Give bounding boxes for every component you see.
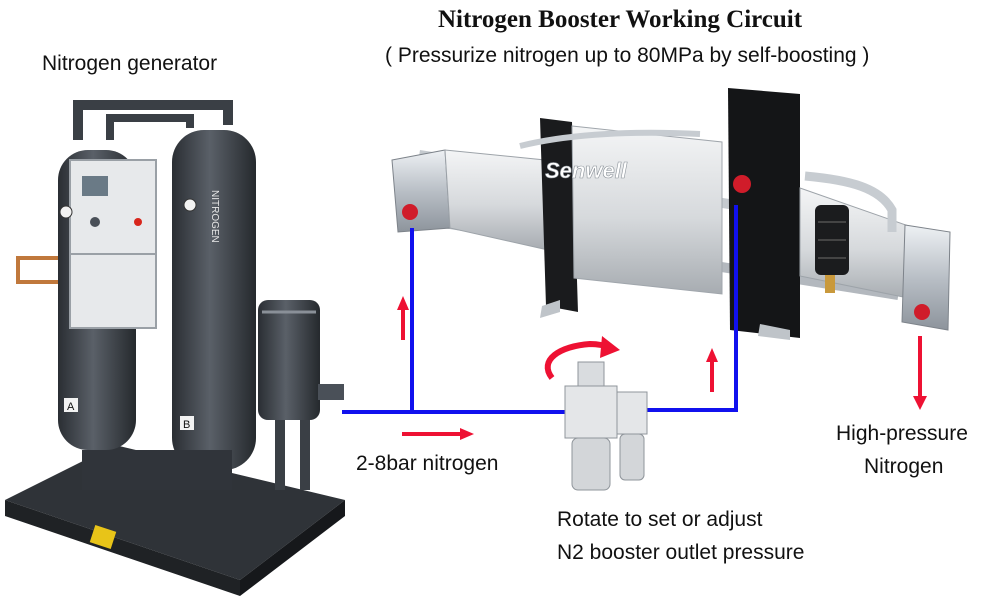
rotate-arrow-head [600, 336, 620, 358]
drive-cylinder [571, 125, 723, 295]
brand-logo: Senwell [545, 158, 628, 183]
generator-outlet-flange [318, 384, 344, 400]
tank-b [172, 130, 256, 470]
left-end-cap [391, 149, 451, 233]
arrow-up [397, 296, 409, 340]
filter-housing [258, 300, 320, 420]
drive-air-port [733, 175, 751, 193]
filter-bowl [619, 433, 645, 481]
right-mount-plate [728, 88, 800, 338]
pressure-gauge [183, 198, 197, 212]
arrow-down [913, 336, 927, 410]
gas-booster: Senwell [391, 88, 951, 340]
control-knob [90, 217, 100, 227]
tank-b-tag: B [183, 419, 190, 431]
regulator-label-line2: N2 booster outlet pressure [557, 541, 805, 564]
outlet-label-line2: Nitrogen [864, 455, 944, 478]
arrow-up [706, 348, 718, 392]
right-end-cap [901, 224, 951, 331]
indicator-light [134, 218, 142, 226]
tank-b-text: NITROGEN [209, 190, 220, 243]
air-tube [804, 171, 897, 232]
control-display [82, 176, 108, 196]
left-barrel [444, 149, 549, 251]
diagram-title: Nitrogen Booster Working Circuit [437, 6, 803, 33]
flow-arrows [397, 296, 927, 440]
top-manifold-pipe [73, 100, 233, 140]
regulator-body [564, 385, 618, 439]
regulator-bowl [571, 437, 611, 491]
outlet-port [914, 304, 930, 320]
pressure-gauge [59, 205, 73, 219]
diagram-subtitle: ( Pressurize nitrogen up to 80MPa by sel… [385, 44, 870, 67]
regulator-knob[interactable] [577, 361, 605, 387]
outlet-label-line1: High-pressure [836, 422, 968, 445]
regulated-pipe [642, 205, 738, 412]
filter-regulator [544, 336, 648, 491]
generator-label: Nitrogen generator [42, 52, 218, 75]
tank-a-tag: A [67, 401, 75, 413]
copper-tube [16, 256, 58, 284]
nitrogen-generator: NITROGEN A B [5, 100, 345, 596]
filter-head [616, 391, 648, 435]
pipe-circuit [342, 205, 738, 414]
lift-here-sticker [89, 525, 117, 549]
regulator-label-line1: Rotate to set or adjust [557, 508, 763, 531]
inlet-port [402, 204, 418, 220]
air-tube [519, 129, 701, 149]
arrow-right [402, 428, 474, 440]
inlet-pressure-label: 2-8bar nitrogen [356, 452, 499, 475]
left-mount-plate [540, 118, 578, 312]
valve-cluster [82, 450, 232, 490]
